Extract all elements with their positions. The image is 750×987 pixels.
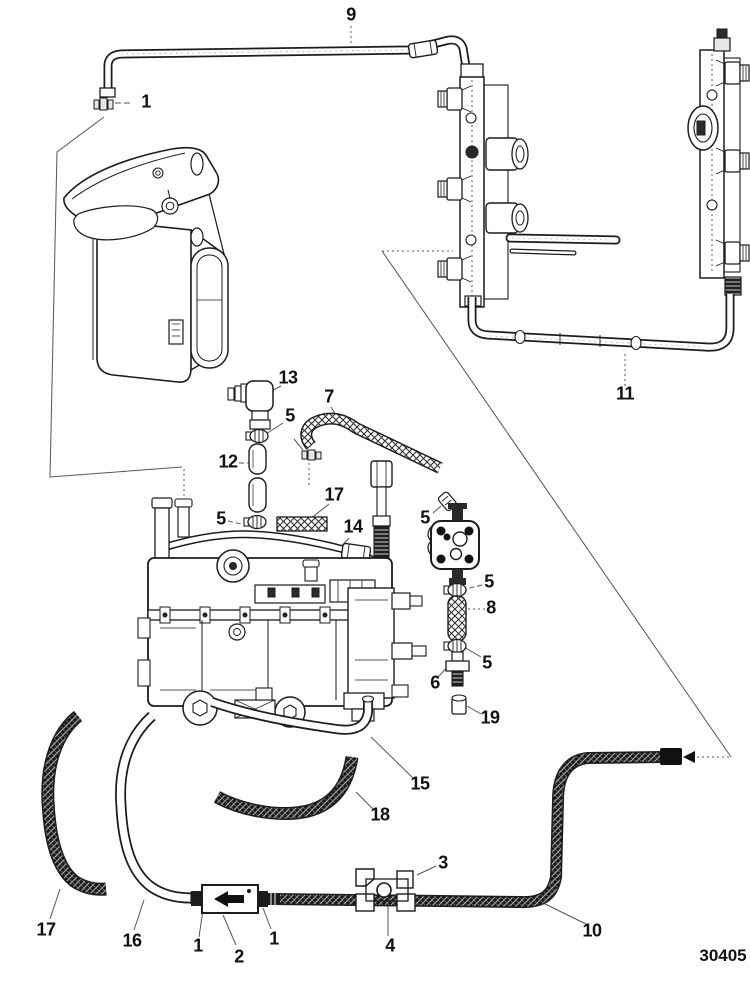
hose-8: [447, 595, 467, 642]
part-callout-19: 19: [480, 707, 500, 728]
hose-17-bottom: [41, 710, 107, 896]
part-callout-4: 4: [385, 935, 395, 956]
part-callout-7: 7: [324, 386, 334, 407]
part-callout-1: 1: [141, 91, 151, 112]
part-callout-6: 6: [430, 672, 440, 693]
part-callout-14: 14: [343, 516, 363, 537]
hose-9: [99, 35, 484, 98]
part-callout-5: 5: [285, 405, 295, 426]
tube-11: [467, 294, 735, 352]
elbow-fitting-13: [227, 380, 274, 430]
vst-assembly: [137, 497, 427, 728]
hose-12: [248, 443, 267, 513]
part-callout-1: 1: [269, 928, 279, 949]
part-callout-18: 18: [370, 804, 390, 825]
fitting-1-right: [258, 891, 268, 907]
part-callout-1: 1: [193, 935, 203, 956]
part-callout-12: 12: [218, 451, 238, 472]
connector-fitting-14col: [370, 460, 393, 573]
clamp-bracket-3-4: [355, 868, 416, 912]
fuel-rail-right: [687, 28, 750, 296]
clamp-5-d: [443, 638, 467, 654]
regulator-assembly: [427, 491, 480, 585]
part-callout-17: 17: [324, 484, 344, 505]
hose-16: [115, 711, 192, 904]
part-callout-3: 3: [438, 852, 448, 873]
flow-arrow-icon: [214, 891, 244, 907]
hose-15: [210, 695, 375, 735]
part-callout-15: 15: [410, 773, 430, 794]
part-callout-10: 10: [582, 920, 602, 941]
hose-10: [272, 748, 682, 909]
part-callout-5: 5: [216, 508, 226, 529]
hose-7: [300, 412, 443, 474]
fitting-1-left: [191, 891, 203, 906]
fitting-1-top: [93, 97, 114, 111]
clamp-5-c: [443, 582, 467, 598]
part-callout-5: 5: [420, 507, 430, 528]
drawing-number: 30405: [699, 946, 747, 965]
sleeve-17-mid: [276, 516, 328, 532]
fuel-filter-assembly: [191, 884, 280, 914]
part-callout-13: 13: [278, 367, 298, 388]
part-callout-5: 5: [484, 571, 494, 592]
leader-lines: [49, 26, 732, 946]
part-callout-17: 17: [36, 919, 56, 940]
part-callout-9: 9: [346, 4, 356, 25]
part-callout-16: 16: [122, 930, 142, 951]
part-callout-2: 2: [234, 946, 244, 967]
fitting-19: [451, 694, 467, 715]
fitting-6: [445, 651, 470, 687]
part-callout-11: 11: [615, 383, 635, 404]
fitting-small-mid: [293, 438, 322, 487]
part-callout-5: 5: [482, 652, 492, 673]
clamp-5-b: [243, 514, 267, 530]
fuel-rail-left: [437, 76, 621, 308]
hose-18: [213, 755, 359, 820]
oil-tank: [63, 146, 229, 383]
part-callout-8: 8: [486, 597, 496, 618]
clamp-5-a: [245, 428, 269, 444]
